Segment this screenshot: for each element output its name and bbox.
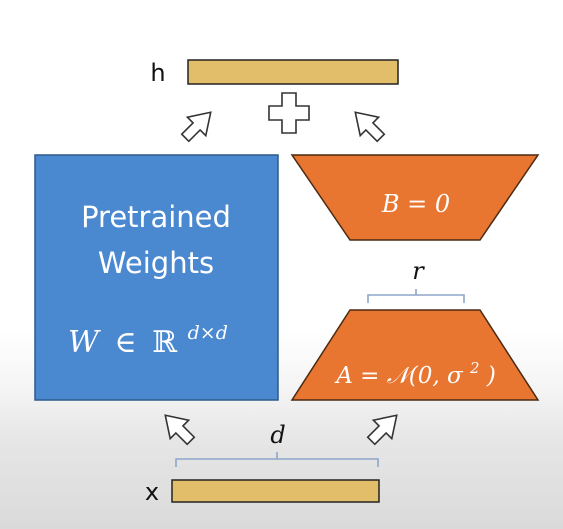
plus-icon (268, 92, 310, 134)
w-formula: W ∈ ℝ d×d (68, 322, 228, 360)
d-brace (175, 452, 379, 467)
a-formula: A = 𝒩(0, σ 2 ) (334, 353, 496, 389)
arrow-up-left-icon (354, 111, 386, 143)
w-reals: ℝ (152, 325, 178, 360)
x-label: x (145, 478, 159, 506)
b-formula: B = 0 (381, 190, 450, 218)
w-symbol: W (68, 325, 101, 360)
a-formula-main: A = 𝒩(0, σ (334, 363, 464, 389)
r-brace (367, 289, 465, 303)
r-label: r (412, 257, 425, 285)
h-output-bar (187, 59, 399, 85)
w-exponent: d×d (188, 322, 228, 344)
b-matrix-trapezoid (290, 154, 540, 241)
pretrained-label: Pretrained (81, 200, 231, 234)
arrow-up-left-icon (164, 414, 196, 446)
d-label: d (270, 421, 285, 449)
h-label: h (150, 59, 165, 87)
a-formula-sup: 2 (469, 359, 480, 377)
arrow-up-right-icon (180, 111, 212, 143)
a-matrix-trapezoid (290, 309, 540, 401)
weights-label: Weights (98, 246, 214, 280)
x-input-bar (171, 479, 380, 503)
a-formula-close: ) (486, 363, 496, 389)
w-in: ∈ (114, 325, 136, 360)
arrow-up-right-icon (366, 414, 398, 446)
pretrained-weights-box (34, 154, 279, 401)
